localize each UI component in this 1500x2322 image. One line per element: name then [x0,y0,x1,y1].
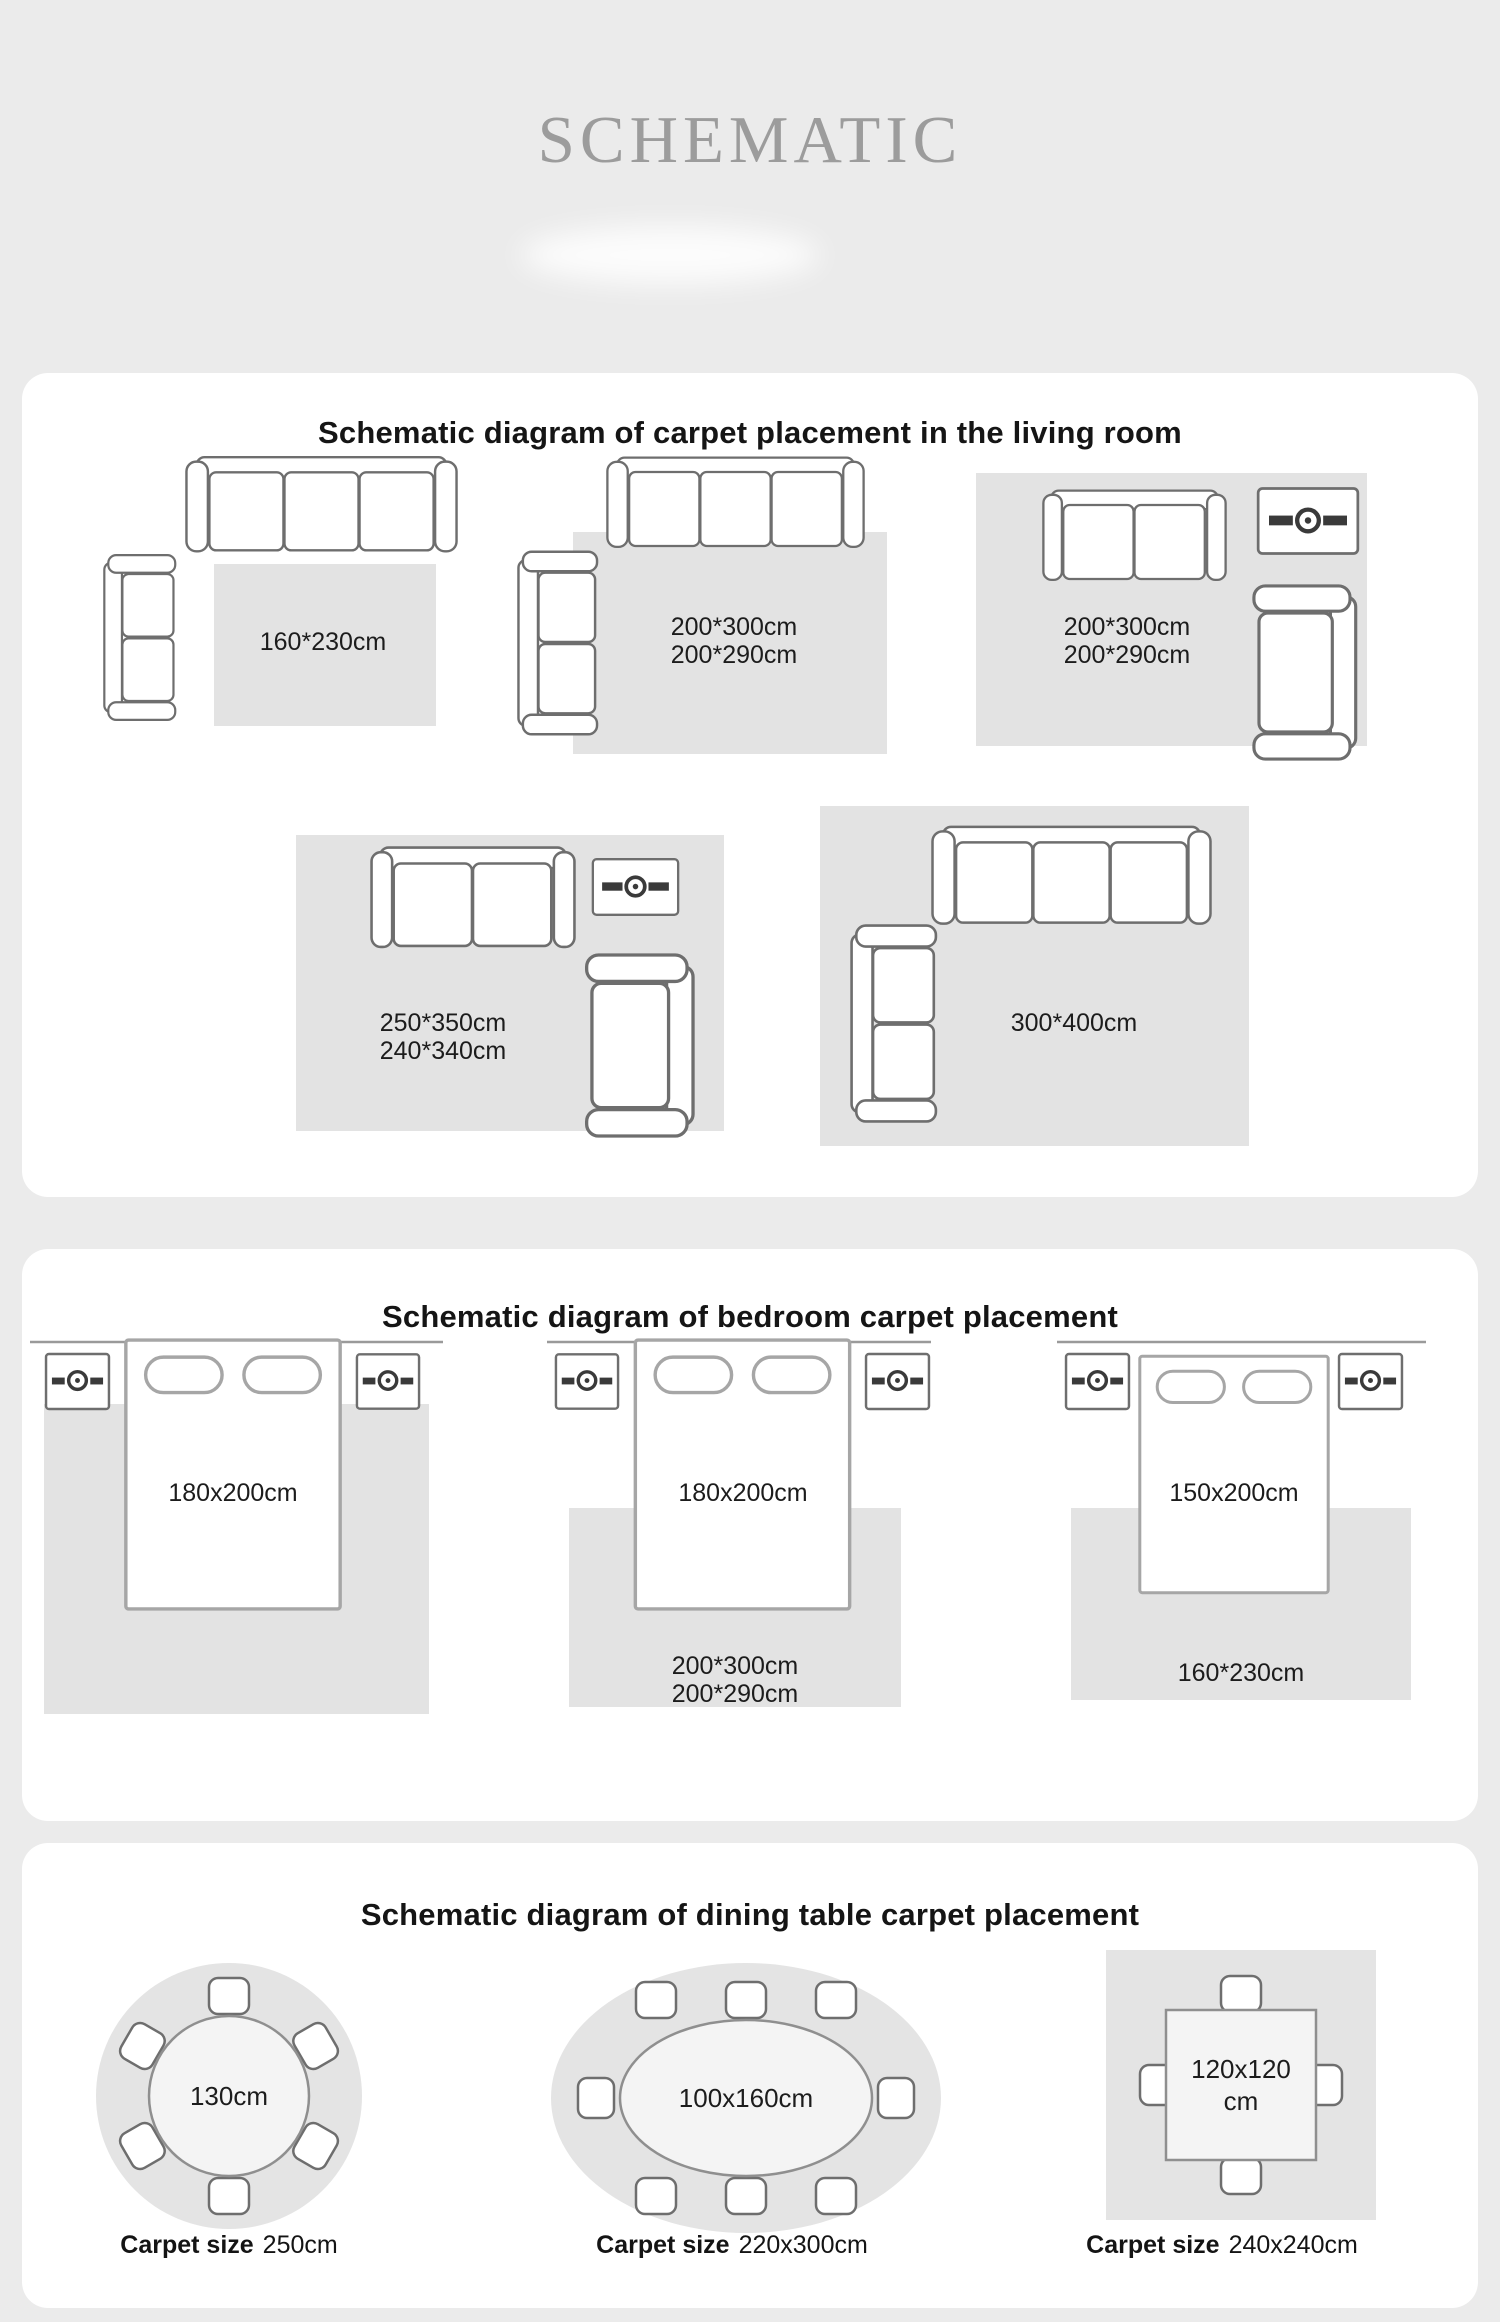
nightstand-icon [1337,1352,1404,1411]
living-room-diagram-4: 250*350cm 240*340cm [296,835,724,1138]
caption-value: 220x300cm [738,2231,868,2259]
rug-size-label: 300*400cm [1011,1009,1137,1037]
dining-heading: Schematic diagram of dining table carpet… [360,1896,1140,1932]
chair-icon [724,2176,768,2216]
dining-diagram-round: 130cm [96,1963,362,2229]
table-size-label: 120x120 [1191,2054,1291,2084]
nightstand-icon [355,1352,421,1411]
title-highlight-smudge [520,226,820,284]
rug-size-label: 200*290cm [1064,641,1190,669]
square-table [1164,2008,1318,2162]
table-size-label: cm [1224,2086,1259,2116]
armchair-icon [1252,584,1358,761]
dining-caption-3: Carpet size 240x240cm [1086,2231,1358,2260]
dining-diagram-square: 120x120 cm [1106,1950,1376,2220]
chair-icon [576,2076,616,2120]
side-sofa-icon [517,550,599,736]
living-room-diagram-5: 300*400cm [820,806,1249,1146]
living-room-diagram-1: 160*230cm [103,455,458,726]
sofa-icon [370,846,576,949]
chair-icon [634,2176,678,2216]
nightstand-icon [1064,1352,1131,1411]
bed-icon [1138,1354,1330,1595]
caption-label: Carpet size [120,2231,254,2259]
rug-size-label: 160*230cm [1178,1659,1304,1687]
rug-size-label: 240*340cm [380,1037,506,1065]
chair-icon [814,1980,858,2020]
chair-icon [814,2176,858,2216]
dining-diagram-oval: 100x160cm [551,1963,941,2233]
bed-icon [123,1338,343,1611]
sofa-icon [931,825,1212,926]
side-sofa-icon [103,553,177,722]
page-title: SCHEMATIC [537,103,963,177]
dining-card: Schematic diagram of dining table carpet… [22,1843,1478,2308]
chair-icon [724,1980,768,2020]
armchair-icon [584,953,695,1138]
living-room-diagram-2: 200*300cm 200*290cm [517,456,887,754]
side-sofa-icon [850,924,938,1123]
tv-console-icon [1258,489,1358,554]
rug-size-label: 200*290cm [671,641,797,669]
sofa-icon [185,455,458,553]
nightstand-icon [554,1352,620,1411]
caption-value: 240x240cm [1228,2231,1358,2259]
bed-icon [633,1338,852,1611]
rug-size-label: 250*350cm [380,1009,506,1037]
caption-label: Carpet size [596,2231,730,2259]
sofa-icon [1042,489,1227,582]
caption-value: 250cm [262,2231,338,2259]
oval-table [618,2018,874,2178]
chair-icon [207,2176,251,2216]
chair-icon [876,2076,916,2120]
chair-icon [1219,2156,1263,2196]
bedroom-heading: Schematic diagram of bedroom carpet plac… [382,1298,1118,1334]
rug-size-label: 200*290cm [672,1680,798,1708]
bedroom-diagram-2: 180x200cm 200*300cm 200*290cm [547,1338,931,1708]
rug-size-label: 200*300cm [672,1652,798,1680]
rug-size-label: 160*230cm [260,628,386,656]
bed-size-label: 150x200cm [1169,1479,1298,1507]
living-room-card: Schematic diagram of carpet placement in… [22,373,1478,1197]
table-size-label: 100x160cm [679,2083,813,2113]
caption-label: Carpet size [1086,2231,1220,2259]
dining-caption-1: Carpet size 250cm [120,2231,337,2260]
bedroom-card: Schematic diagram of bedroom carpet plac… [22,1249,1478,1821]
rug [573,532,887,754]
tv-console-icon [593,859,678,915]
sofa-icon [606,456,865,549]
bed-size-label: 180x200cm [168,1479,297,1507]
bedroom-diagram-1: 180x200cm [30,1338,443,1714]
rug-size-label: 200*300cm [1064,613,1190,641]
chair-icon [207,1976,251,2016]
chair-icon [634,1980,678,2020]
dining-caption-2: Carpet size 220x300cm [596,2231,868,2260]
rug-size-label: 200*300cm [671,613,797,641]
bed-size-label: 180x200cm [678,1479,807,1507]
nightstand-icon [44,1352,111,1411]
round-table [147,2014,311,2178]
chair-icon [1219,1974,1263,2014]
table-size-label: 130cm [190,2081,268,2111]
nightstand-icon [864,1352,931,1411]
bedroom-diagram-3: 150x200cm 160*230cm [1057,1340,1426,1700]
rug [214,564,436,726]
living-room-diagram-3: 200*300cm 200*290cm [976,473,1367,761]
living-room-heading: Schematic diagram of carpet placement in… [318,414,1182,450]
